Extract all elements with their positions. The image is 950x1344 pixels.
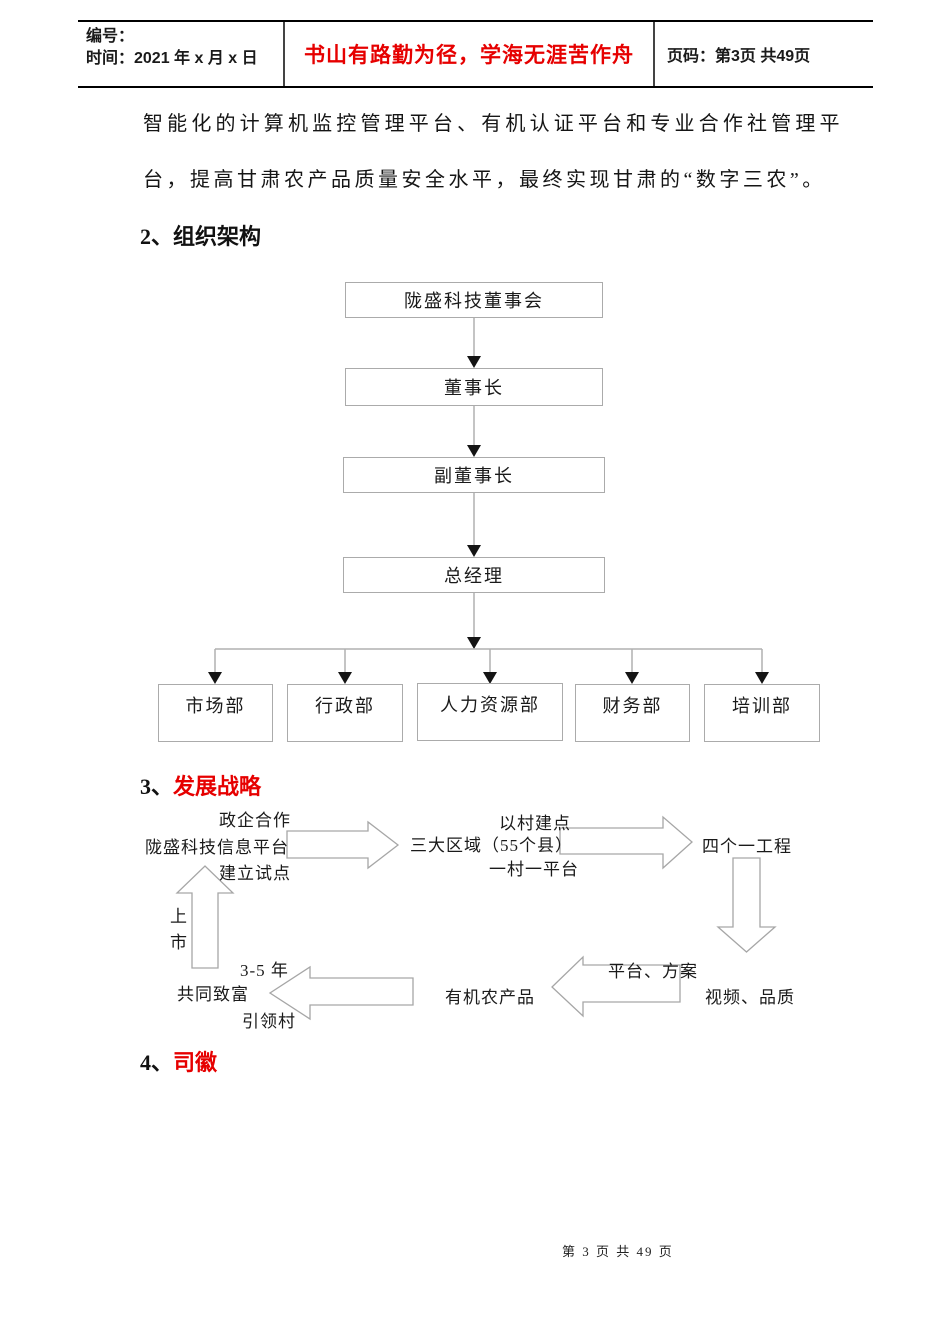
- page-number-label: 页码：第3页 共49页: [667, 48, 811, 65]
- org-box-hr-dept: 人力资源部: [417, 683, 563, 741]
- flow-label-listing: 上市: [170, 907, 187, 952]
- org-box-training-dept: 培训部: [704, 684, 820, 742]
- flow-node-common-prosperity: 共同致富: [177, 985, 249, 1004]
- section-title: 发展战略: [173, 774, 262, 799]
- org-box-admin-dept: 行政部: [287, 684, 403, 742]
- flow-node-video-quality: 视频、品质: [705, 988, 795, 1007]
- body-paragraph: 智能化的计算机监控管理平台、有机认证平台和专业合作社管理平台，提高甘肃农产品质量…: [143, 113, 843, 191]
- flow-label-policy-cooperation: 政企合作: [219, 811, 291, 830]
- block-arrow-right-icon: [559, 815, 693, 870]
- page-footer: 第 3 页 共 49 页: [562, 1244, 674, 1259]
- slogan-text: 书山有路勤为径，学海无涯苦作舟: [304, 44, 634, 67]
- header-slogan-cell: 书山有路勤为径，学海无涯苦作舟: [283, 22, 655, 86]
- section-title: 司徽: [173, 1050, 218, 1075]
- org-box-marketing-dept: 市场部: [158, 684, 273, 742]
- header-meta-cell: 编号： 时间：2021 年 x 月 x 日: [78, 22, 283, 86]
- flow-label-years: 3-5 年: [240, 961, 289, 980]
- org-box-vice-chairman: 副董事长: [343, 457, 605, 493]
- arrow-down-icon: [467, 545, 481, 557]
- section-number: 3、: [140, 774, 174, 799]
- flow-label-pilot: 建立试点: [219, 864, 291, 883]
- arrow-down-icon: [467, 445, 481, 457]
- arrow-down-icon: [338, 672, 352, 684]
- arrow-down-icon: [755, 672, 769, 684]
- arrow-down-icon: [208, 672, 222, 684]
- header-page-cell: 页码：第3页 共49页: [655, 22, 873, 86]
- section-title: 组织架构: [173, 224, 262, 249]
- flow-label-platform-plan: 平台、方案: [608, 962, 698, 981]
- section-number: 2、: [140, 224, 174, 249]
- section-heading-emblem: 4、司徽: [140, 1045, 217, 1077]
- flow-node-info-platform: 陇盛科技信息平台: [145, 838, 289, 857]
- block-arrow-right-icon: [286, 820, 400, 870]
- block-arrow-down-icon: [716, 857, 777, 953]
- flow-label-leading-village: 引领村: [242, 1012, 296, 1031]
- header-table: 编号： 时间：2021 年 x 月 x 日 书山有路勤为径，学海无涯苦作舟 页码…: [78, 20, 873, 88]
- section-heading-strategy: 3、发展战略: [140, 769, 261, 801]
- flow-label-village-points: 以村建点: [499, 814, 571, 833]
- section-heading-org: 2、组织架构: [140, 219, 261, 251]
- flow-label-one-village-one-platform: 一村一平台: [489, 860, 579, 879]
- arrow-down-icon: [467, 356, 481, 368]
- org-box-chairman: 董事长: [345, 368, 603, 406]
- org-box-general-manager: 总经理: [343, 557, 605, 593]
- doc-number-label: 编号：: [86, 28, 135, 45]
- org-box-board: 陇盛科技董事会: [345, 282, 603, 318]
- arrow-down-icon: [467, 637, 481, 649]
- flow-node-three-regions: 三大区域（55个县）: [410, 836, 573, 855]
- section-number: 4、: [140, 1050, 174, 1075]
- org-box-finance-dept: 财务部: [575, 684, 690, 742]
- flow-node-organic-products: 有机农产品: [445, 988, 535, 1007]
- doc-time-label: 时间：2021 年 x 月 x 日: [86, 50, 258, 67]
- flow-node-four-one-project: 四个一工程: [702, 837, 792, 856]
- arrow-down-icon: [625, 672, 639, 684]
